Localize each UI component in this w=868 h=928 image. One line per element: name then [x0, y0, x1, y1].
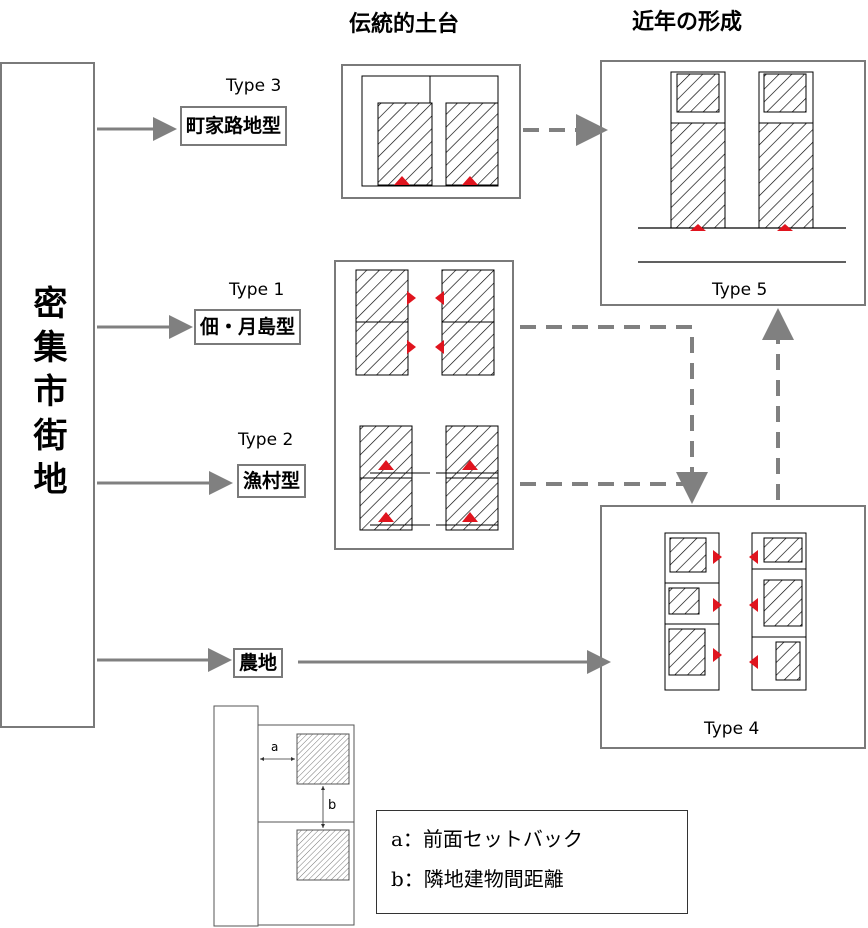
- type1-caption: Type 1: [229, 280, 285, 300]
- type3-plan: [361, 75, 499, 187]
- type2-tag: 漁村型: [237, 464, 307, 498]
- type4-plan: [664, 532, 807, 691]
- key-label-b: b: [328, 798, 337, 813]
- type3-tag: 町家路地型: [180, 106, 288, 146]
- legend-box: a：前面セットバック b：隣地建物間距離: [376, 810, 688, 914]
- dense-urban-area-block: 密集市街地: [0, 62, 95, 728]
- legend-a: a：前面セットバック: [391, 827, 583, 851]
- key-diagram: [213, 705, 355, 927]
- type1-tag: 佃・月島型: [194, 309, 302, 345]
- type5-caption: Type 5: [712, 280, 768, 300]
- traditional-header: 伝統的土台: [349, 12, 460, 37]
- dashed-arrows: [520, 114, 794, 504]
- dense-urban-area-label: 密集市街地: [27, 285, 67, 505]
- solid-arrows: [97, 117, 611, 674]
- type3-caption: Type 3: [226, 76, 282, 96]
- farmland-tag: 農地: [233, 648, 284, 678]
- type1-plan: [355, 269, 495, 376]
- legend-b: b：隣地建物間距離: [391, 867, 564, 891]
- type2-caption: Type 2: [238, 430, 294, 450]
- type5-box: [600, 60, 866, 306]
- type5-plan: [638, 71, 846, 263]
- type2-plan: [359, 425, 499, 531]
- type4-box: [600, 505, 866, 749]
- key-label-a: a: [271, 740, 279, 754]
- type4-caption: Type 4: [704, 719, 760, 739]
- recent-header: 近年の形成: [632, 10, 743, 35]
